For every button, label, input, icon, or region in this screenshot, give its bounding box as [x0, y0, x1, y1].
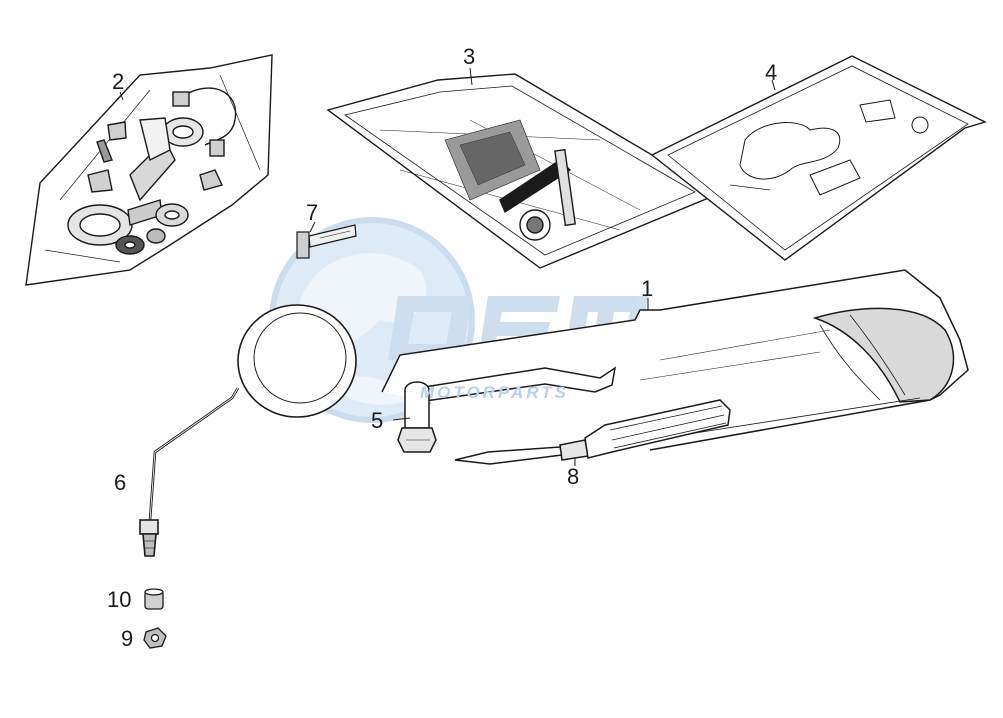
nut-icon	[143, 627, 167, 649]
tool-bag-icon	[381, 269, 969, 451]
callout-6: 6	[114, 470, 127, 495]
leader-lines	[119, 67, 776, 466]
key-icon	[296, 224, 357, 259]
socket-wrench-icon	[397, 366, 617, 453]
callout-7: 7	[306, 200, 319, 225]
decal-sheet-icon	[650, 55, 987, 261]
spacer-icon	[144, 588, 164, 610]
callout-1: 1	[641, 276, 654, 301]
callout-9: 9	[121, 626, 134, 651]
screwdriver-icon	[454, 399, 731, 465]
lock-set-bag-icon	[25, 54, 273, 286]
callout-8: 8	[567, 464, 580, 489]
callout-10: 10	[107, 587, 132, 612]
watermark-subtitle: MOTORPARTS	[420, 383, 570, 402]
callout-4: 4	[765, 60, 778, 85]
decal-kit-sheet-icon	[326, 73, 720, 269]
callout-3: 3	[463, 44, 476, 69]
callout-5: 5	[371, 408, 384, 433]
rear-view-mirror-icon	[139, 304, 357, 557]
callout-2: 2	[112, 69, 125, 94]
